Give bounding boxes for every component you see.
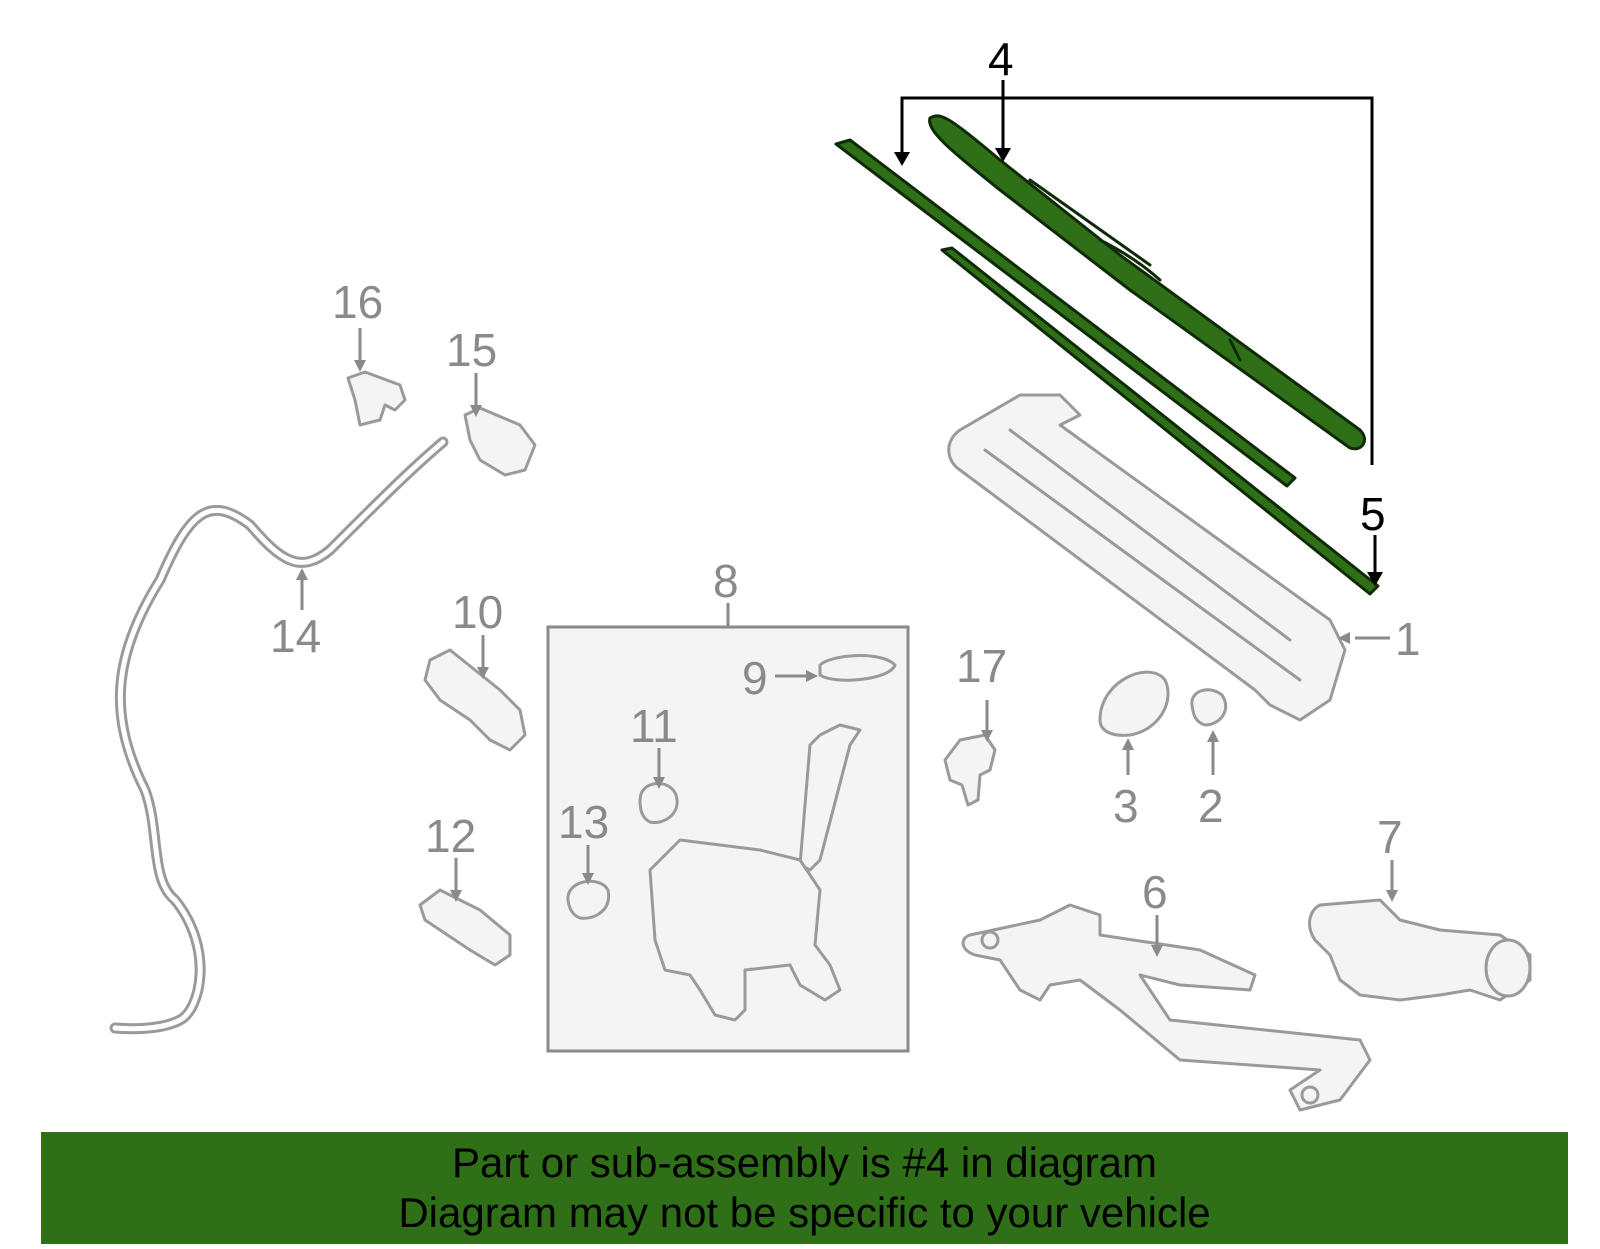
callout-6: 6 xyxy=(1142,866,1168,918)
hose-clip-part xyxy=(346,370,407,427)
callout-13: 13 xyxy=(558,796,609,848)
callout-9: 9 xyxy=(742,652,768,704)
reservoir-grommet-part xyxy=(638,782,679,825)
callout-8: 8 xyxy=(713,555,739,607)
wiper-motor-part xyxy=(1308,898,1532,1002)
callout-11: 11 xyxy=(630,700,678,752)
callout-4: 4 xyxy=(988,33,1014,85)
callout-12: 12 xyxy=(425,810,476,862)
callout-7: 7 xyxy=(1377,811,1403,863)
callout-16: 16 xyxy=(332,276,383,328)
banner-line-2: Diagram may not be specific to your vehi… xyxy=(398,1189,1211,1236)
callout-5: 5 xyxy=(1360,488,1386,540)
leader-lines xyxy=(296,80,1398,957)
pivot-cap-part xyxy=(1098,670,1170,737)
callout-10: 10 xyxy=(452,586,503,638)
hose-connector-part xyxy=(463,406,537,477)
wiper-linkage-part xyxy=(961,903,1372,1112)
callout-2: 2 xyxy=(1198,780,1224,832)
washer-pump-part xyxy=(418,648,527,967)
callout-3: 3 xyxy=(1113,780,1139,832)
banner-line-1: Part or sub-assembly is #4 in diagram xyxy=(452,1139,1157,1186)
callout-1: 1 xyxy=(1395,613,1421,665)
wiper-blade-assembly xyxy=(834,114,1380,596)
callout-14: 14 xyxy=(270,610,321,662)
washer-hose-part xyxy=(109,436,449,1035)
wiper-arm-part xyxy=(947,393,1347,722)
callout-15: 15 xyxy=(446,324,497,376)
reservoir-grommet-small-part xyxy=(566,879,611,920)
washer-reservoir-part xyxy=(648,654,897,1022)
pivot-nut-part xyxy=(1190,688,1228,727)
info-banner: Part or sub-assembly is #4 in diagram Di… xyxy=(41,1132,1568,1244)
washer-nozzle-part xyxy=(943,733,997,807)
callout-17: 17 xyxy=(956,640,1007,692)
